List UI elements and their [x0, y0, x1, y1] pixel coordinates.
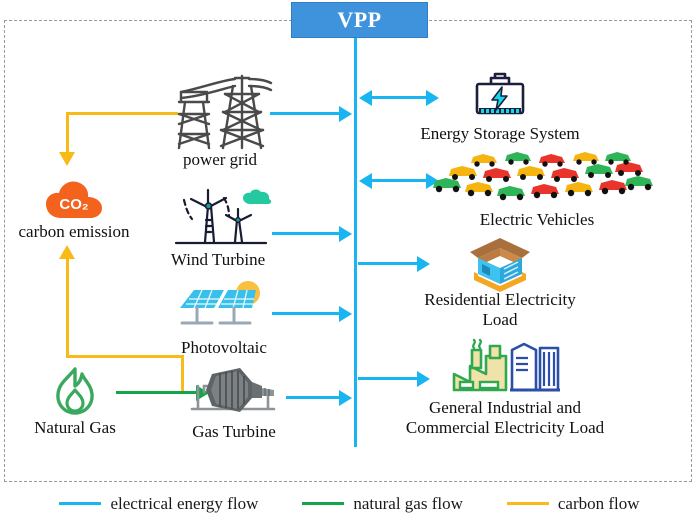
flow-bus-to-ev	[371, 179, 427, 182]
legend-item-natural-gas-flow: natural gas flow	[302, 494, 463, 514]
residential-load-label-line1: Residential Electricity	[424, 290, 576, 309]
carbon-flow-grid-horizontal	[66, 112, 178, 115]
carbon-flow-gas-horizontal	[66, 355, 184, 358]
carbon-flow-grid-vertical	[66, 112, 69, 154]
energy-storage-node: Energy Storage System	[380, 72, 620, 144]
photovoltaic-node: Photovoltaic	[160, 280, 288, 358]
flow-bus-to-industrial-arrowhead	[417, 371, 430, 387]
power-grid-node: power grid	[155, 72, 285, 170]
flow-bus-to-storage-arrowhead-left	[359, 90, 372, 106]
flow-bus-to-ev-arrowhead-left	[359, 173, 372, 189]
carbon-flow-gas-vertical-left	[66, 258, 69, 356]
co2-cloud-icon: CO₂	[46, 181, 102, 218]
factory-icon	[452, 338, 560, 392]
flow-gasturbine-to-bus-arrowhead	[339, 390, 352, 406]
electric-vehicles-node: Electric Vehicles	[412, 152, 662, 230]
industrial-load-label-line2: Commercial Electricity Load	[405, 418, 605, 437]
flow-wind-to-bus-arrowhead	[339, 226, 352, 242]
wind-turbine-node: Wind Turbine	[148, 188, 288, 270]
industrial-load-node: General Industrial and Commercial Electr…	[380, 338, 630, 438]
legend-swatch-gas	[302, 502, 345, 505]
vpp-title-box: VPP	[291, 2, 428, 38]
flow-bus-to-industrial	[358, 377, 418, 380]
residential-load-node: Residential Electricity Load	[380, 236, 620, 330]
carbon-flow-gas-vertical-right	[181, 355, 184, 393]
legend-label-gas: natural gas flow	[353, 493, 463, 513]
natural-gas-label: Natural Gas	[34, 418, 116, 437]
gas-turbine-icon	[190, 368, 276, 412]
wind-turbine-icon	[174, 188, 272, 245]
residential-load-label-line2: Load	[482, 310, 518, 329]
power-grid-label: power grid	[182, 150, 258, 169]
flow-pv-to-bus	[272, 312, 340, 315]
flow-wind-to-bus	[272, 232, 340, 235]
battery-icon	[475, 72, 525, 115]
gas-turbine-node: Gas Turbine	[170, 364, 298, 442]
vpp-bus-line	[354, 38, 357, 447]
legend: electrical energy flow natural gas flow …	[0, 487, 699, 520]
legend-label-electrical: electrical energy flow	[110, 493, 259, 513]
carbon-emission-label: carbon emission	[18, 222, 130, 241]
industrial-load-label-line1: General Industrial and	[429, 398, 581, 417]
legend-label-carbon: carbon flow	[557, 493, 640, 513]
gas-flow-line	[116, 391, 198, 394]
flow-gasturbine-to-bus	[286, 396, 340, 399]
natural-gas-node: Natural Gas	[10, 366, 140, 438]
svg-text:CO₂: CO₂	[59, 196, 88, 213]
page-title: VPP	[337, 7, 382, 32]
transmission-tower-icon	[177, 74, 273, 150]
flow-grid-to-bus	[270, 112, 340, 115]
house-icon	[470, 238, 530, 292]
flow-grid-to-bus-arrowhead	[339, 106, 352, 122]
flow-bus-to-storage-arrowhead-right	[426, 90, 439, 106]
solar-panel-icon	[180, 281, 260, 325]
flow-bus-to-storage	[371, 96, 427, 99]
legend-item-electrical-energy-flow: electrical energy flow	[59, 494, 258, 514]
gas-turbine-label: Gas Turbine	[192, 422, 276, 441]
electric-vehicles-label: Electric Vehicles	[479, 210, 595, 229]
legend-swatch-carbon	[506, 502, 549, 505]
flow-pv-to-bus-arrowhead	[339, 306, 352, 322]
carbon-flow-gas-arrowhead	[59, 245, 75, 259]
legend-swatch-electrical	[59, 502, 102, 505]
flow-bus-to-residential-arrowhead	[417, 256, 430, 272]
carbon-flow-grid-arrowhead	[59, 152, 75, 166]
flame-icon	[56, 367, 94, 415]
electric-vehicles-icon	[433, 152, 653, 201]
carbon-emission-node: CO₂ carbon emission	[4, 178, 144, 242]
flow-bus-to-residential	[358, 262, 418, 265]
wind-turbine-label: Wind Turbine	[170, 250, 266, 269]
photovoltaic-label: Photovoltaic	[181, 338, 267, 357]
energy-storage-label: Energy Storage System	[420, 124, 580, 143]
legend-item-carbon-flow: carbon flow	[506, 493, 640, 514]
